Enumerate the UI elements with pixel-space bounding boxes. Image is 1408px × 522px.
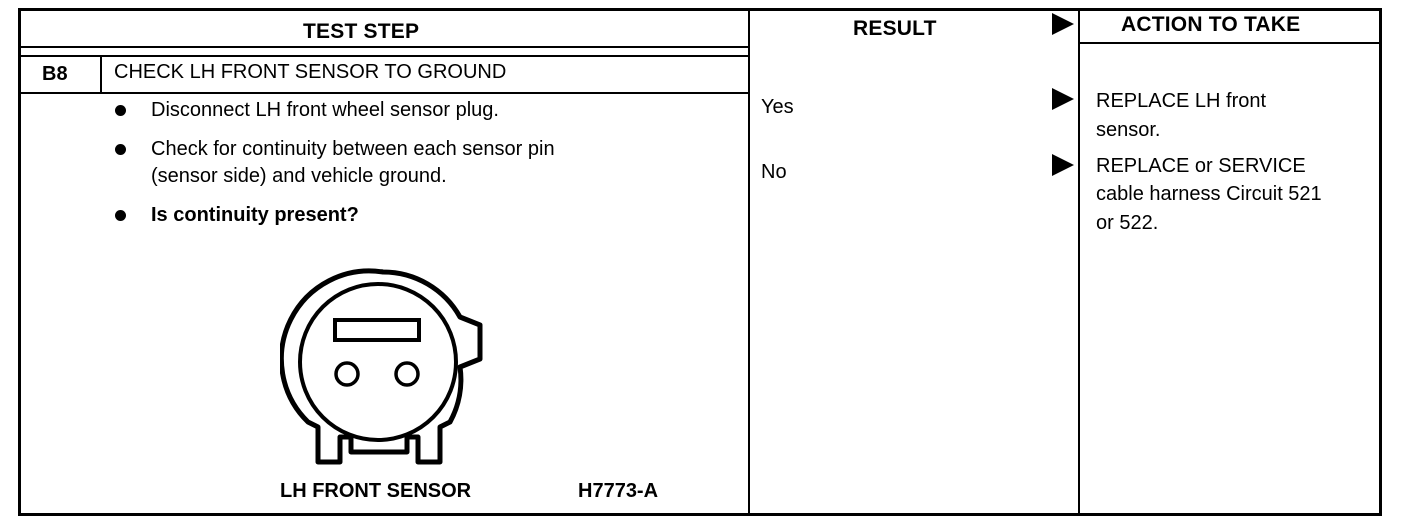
bullet-icon <box>115 105 126 116</box>
result-yes-arrow-icon <box>1052 88 1074 110</box>
figure-code: H7773-A <box>578 480 659 502</box>
divider-step-id <box>100 55 102 93</box>
step-bullet-2-line-2: (sensor side) and vehicle ground. <box>151 165 447 187</box>
header-arrow-icon <box>1052 13 1074 35</box>
bullet-icon <box>115 210 126 221</box>
step-bullet-3: Is continuity present? <box>151 204 359 226</box>
divider-action <box>1078 8 1080 516</box>
step-id: B8 <box>42 63 68 85</box>
result-no: No <box>761 161 787 183</box>
test-step-table <box>18 8 1382 516</box>
header-result: RESULT <box>853 17 937 40</box>
step-title-line-bottom <box>18 92 750 94</box>
step-bullet-2-line-1: Check for continuity between each sensor… <box>151 138 555 160</box>
action-no-line-3: or 522. <box>1096 212 1159 234</box>
result-yes: Yes <box>761 96 794 118</box>
step-title-line-top <box>18 55 750 57</box>
action-yes-line-2: sensor. <box>1096 119 1161 141</box>
action-yes-line-1: REPLACE LH front <box>1096 90 1267 112</box>
result-no-arrow-icon <box>1052 154 1074 176</box>
step-title: CHECK LH FRONT SENSOR TO GROUND <box>114 61 507 83</box>
header-action: ACTION TO TAKE <box>1121 13 1301 36</box>
header-test-step: TEST STEP <box>303 20 420 43</box>
action-header-line <box>1078 42 1382 44</box>
figure-caption: LH FRONT SENSOR <box>280 480 472 502</box>
action-no-line-1: REPLACE or SERVICE <box>1096 155 1306 177</box>
action-no-line-2: cable harness Circuit 521 <box>1096 183 1322 205</box>
step-bullet-1: Disconnect LH front wheel sensor plug. <box>151 99 499 121</box>
header-bottom-line <box>18 46 750 48</box>
bullet-icon <box>115 144 126 155</box>
divider-result <box>748 8 750 516</box>
sensor-connector-icon <box>280 268 483 465</box>
